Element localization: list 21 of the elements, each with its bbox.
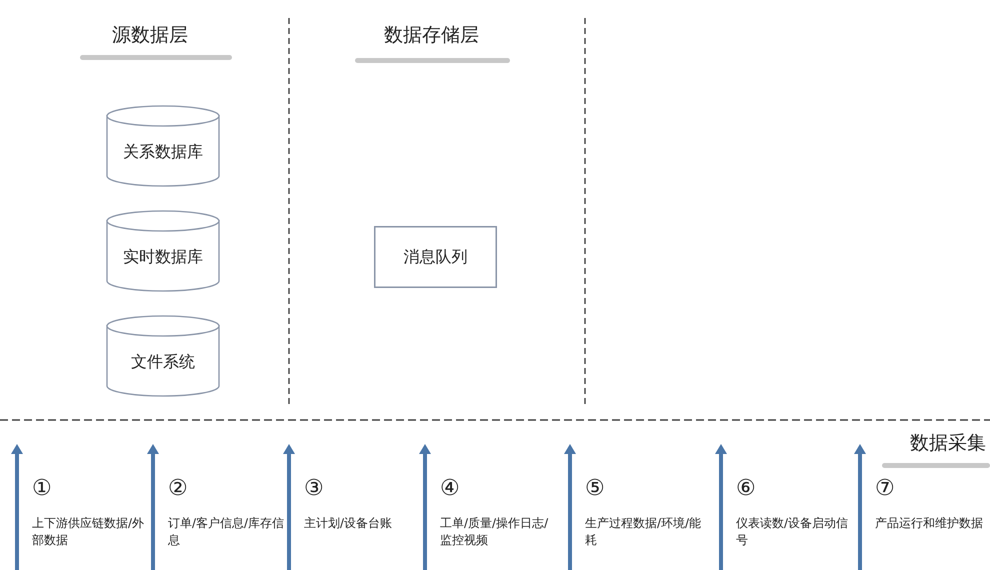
description-text: 上下游供应链数据/外部数据: [32, 515, 146, 549]
section-heading: 源数据层: [112, 23, 188, 48]
process-box: 消息队列: [374, 226, 497, 288]
description-text: 主计划/设备台账: [304, 515, 394, 532]
section-heading: 数据采集: [910, 431, 986, 456]
description-text: 工单/质量/操作日志/监控视频: [440, 515, 550, 549]
callout-number: ⑦: [875, 475, 895, 501]
database-cylinder: 关系数据库: [106, 105, 220, 187]
description-text: 订单/客户信息/库存信息: [168, 515, 286, 549]
callout-number: ②: [168, 475, 188, 501]
section-heading: 数据存储层: [384, 23, 479, 48]
callout-number: ⑥: [736, 475, 756, 501]
description-text: 产品运行和维护数据: [875, 515, 984, 532]
callout-number: ⑤: [585, 475, 605, 501]
database-cylinder: 文件系统: [106, 315, 220, 397]
callout-number: ①: [32, 475, 52, 501]
description-text: 仪表读数/设备启动信号: [736, 515, 850, 549]
description-text: 生产过程数据/环境/能耗: [585, 515, 702, 549]
callout-number: ④: [440, 475, 460, 501]
callout-number: ③: [304, 475, 324, 501]
database-cylinder: 实时数据库: [106, 210, 220, 292]
